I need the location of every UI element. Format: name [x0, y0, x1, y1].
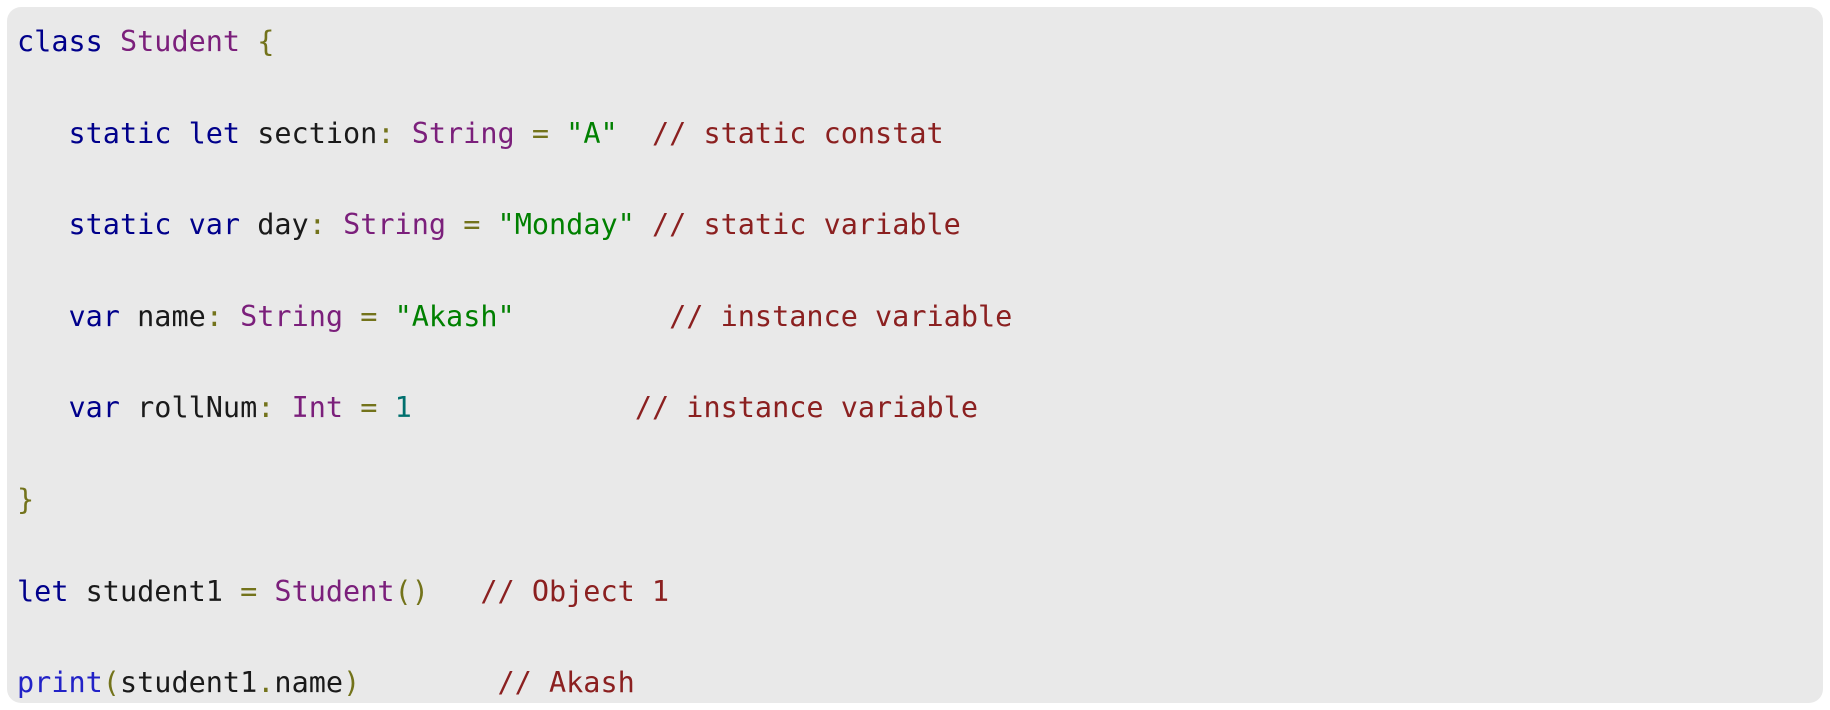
code-token-plain: day	[240, 208, 309, 242]
code-token-plain	[360, 666, 497, 699]
code-line: class Student {	[7, 19, 1823, 65]
code-token-plain	[343, 391, 360, 424]
code-token-plain: student1	[119, 666, 258, 700]
code-token-keyword: class	[17, 25, 103, 58]
code-token-comment: // Object 1	[480, 574, 670, 608]
code-listing[interactable]: class Student { static let section: Stri…	[7, 19, 1823, 703]
code-line: }	[7, 477, 1823, 523]
code-token-keyword: var	[68, 299, 120, 333]
code-token-punct: }	[17, 482, 35, 516]
code-token-keyword: static var	[68, 208, 241, 242]
code-token-plain	[240, 25, 257, 58]
code-block: class Student { static let section: Stri…	[7, 7, 1823, 703]
code-token-comment: // static constat	[651, 116, 944, 150]
code-line: var name: String = "Akash" // instance v…	[7, 294, 1823, 340]
code-token-type: Student	[274, 574, 395, 608]
code-token-keyword: static let	[68, 116, 241, 150]
code-token-punct: :	[257, 391, 275, 425]
code-line: let student1 = Student() // Object 1	[7, 569, 1823, 615]
code-token-punct: .	[257, 666, 275, 700]
code-token-punct: =	[531, 116, 549, 150]
code-token-punct: )	[343, 666, 361, 700]
code-token-comment: // Akash	[497, 666, 635, 700]
code-token-plain	[480, 208, 497, 241]
code-token-type: String	[411, 116, 515, 150]
code-token-plain	[635, 208, 652, 241]
code-token-string: "Monday"	[497, 208, 635, 242]
code-token-punct: =	[463, 208, 481, 242]
code-token-plain	[412, 391, 635, 424]
code-token-plain	[549, 117, 566, 150]
code-token-type: Int	[291, 391, 344, 425]
code-token-plain	[326, 208, 343, 241]
code-token-type: Student	[119, 25, 241, 58]
code-token-func: print	[17, 666, 103, 700]
code-token-plain	[515, 300, 669, 333]
code-token-plain	[429, 575, 480, 608]
code-token-plain	[515, 117, 532, 150]
code-token-number: 1	[394, 391, 412, 425]
code-token-punct: :	[205, 299, 223, 333]
code-token-punct: =	[360, 299, 378, 333]
code-token-plain	[103, 25, 120, 58]
code-token-plain	[17, 208, 68, 241]
code-token-comment: // instance variable	[634, 391, 978, 425]
code-token-punct: ()	[394, 574, 429, 608]
code-token-plain	[257, 575, 274, 608]
code-token-comment: // static variable	[651, 208, 961, 242]
code-token-punct: =	[240, 574, 258, 608]
code-token-plain	[17, 300, 68, 333]
code-token-punct: (	[102, 666, 120, 700]
code-token-keyword: let	[17, 574, 69, 608]
code-token-plain: rollNum	[119, 391, 258, 425]
code-token-plain	[377, 391, 394, 424]
code-token-type: String	[240, 299, 344, 333]
code-line: print(student1.name) // Akash	[7, 660, 1823, 703]
code-token-keyword: var	[68, 391, 120, 425]
code-token-string: "Akash"	[394, 299, 515, 333]
code-line: static let section: String = "A" // stat…	[7, 111, 1823, 157]
code-token-plain	[223, 300, 240, 333]
code-token-comment: // instance variable	[669, 299, 1013, 333]
code-token-plain	[446, 208, 463, 241]
code-token-plain	[17, 391, 68, 424]
code-token-plain	[274, 391, 291, 424]
code-token-plain	[17, 117, 68, 150]
code-token-plain: section	[240, 116, 378, 150]
code-token-punct: :	[308, 208, 326, 242]
code-token-string: "A"	[566, 116, 618, 150]
code-line: static var day: String = "Monday" // sta…	[7, 202, 1823, 248]
code-token-punct: =	[360, 391, 378, 425]
code-token-type: String	[343, 208, 447, 242]
code-token-plain: student1	[68, 574, 241, 608]
code-token-punct: :	[377, 116, 395, 150]
code-token-punct: {	[257, 25, 275, 58]
code-token-plain	[343, 300, 360, 333]
code-line: var rollNum: Int = 1 // instance variabl…	[7, 385, 1823, 431]
code-token-plain	[618, 117, 652, 150]
code-token-plain	[377, 300, 394, 333]
code-token-plain: name	[119, 299, 206, 333]
code-token-plain	[395, 117, 412, 150]
code-token-plain: name	[274, 666, 344, 700]
